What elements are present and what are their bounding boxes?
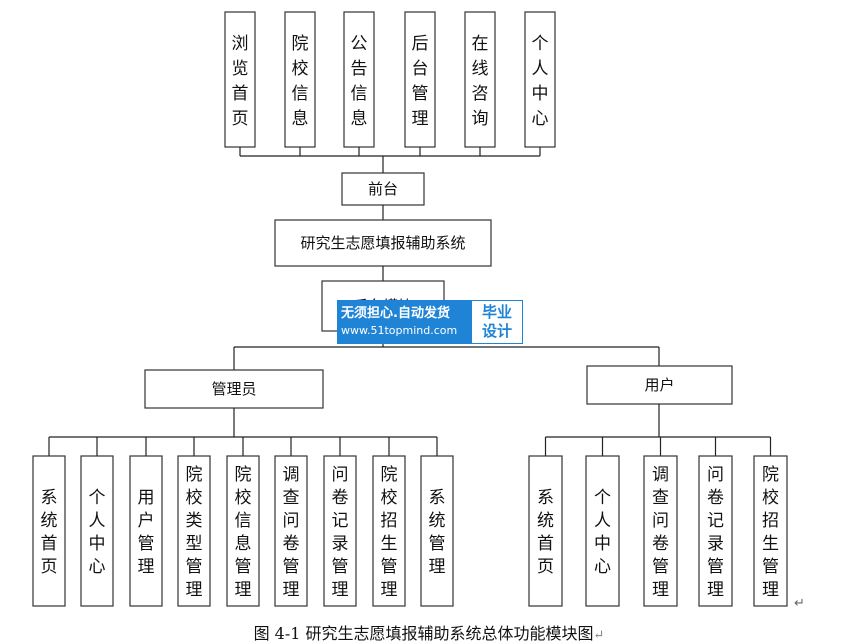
- admin-module-5-label: 院校信息管理: [235, 465, 252, 600]
- front-node-label: 前台: [368, 180, 398, 198]
- system-node-label: 研究生志愿填报辅助系统: [300, 234, 465, 252]
- role-1-label: 管理员: [211, 380, 256, 398]
- system-node-box: [274, 219, 492, 267]
- watermark-text: 无须担心.自动发货 www.51topmind.com: [337, 300, 471, 344]
- admin-module-3-label: 用户管理: [138, 488, 155, 577]
- admin-module-6-box: [274, 455, 308, 607]
- role-1-box: [144, 369, 324, 409]
- admin-module-8-label: 院校招生管理: [381, 465, 398, 600]
- admin-module-2-box: [80, 455, 114, 607]
- admin-module-4-label: 院校类型管理: [186, 465, 203, 600]
- watermark-line1: 无须担心.自动发货: [341, 306, 450, 321]
- front-module-1-box: [224, 11, 256, 148]
- user-module-2-label: 个人中心: [594, 488, 611, 577]
- admin-module-4-box: [177, 455, 211, 607]
- role-2-label: 用户: [644, 376, 674, 394]
- watermark-line2: www.51topmind.com: [341, 324, 458, 337]
- admin-module-1-label: 系统首页: [41, 488, 58, 577]
- figure-caption-text: 图 4-1 研究生志愿填报辅助系统总体功能模块图: [253, 624, 594, 643]
- watermark-badge-bottom: 设计: [481, 322, 512, 340]
- user-module-3-label: 调查问卷管理: [652, 465, 669, 600]
- front-module-5-label: 在线咨询: [472, 34, 489, 129]
- admin-module-7-label: 问卷记录管理: [332, 465, 349, 600]
- user-module-4-label: 问卷记录管理: [707, 465, 724, 600]
- admin-module-8-box: [372, 455, 406, 607]
- admin-module-9-box: [420, 455, 454, 607]
- watermark-logo: 毕业 设计: [471, 300, 523, 344]
- front-node-box: [341, 172, 425, 206]
- user-module-4-box: [698, 455, 733, 607]
- admin-module-7-box: [323, 455, 357, 607]
- admin-module-5-box: [226, 455, 260, 607]
- front-module-1-label: 浏览首页: [232, 34, 249, 129]
- watermark-badge-top: 毕业: [481, 303, 512, 321]
- user-module-2-box: [585, 455, 620, 607]
- return-mark: ↵: [593, 628, 605, 643]
- front-module-3-label: 公告信息: [351, 34, 368, 129]
- front-module-2-label: 院校信息: [292, 34, 309, 129]
- front-module-3-box: [343, 11, 375, 148]
- admin-module-6-label: 调查问卷管理: [283, 465, 300, 600]
- front-module-6-label: 个人中心: [532, 34, 549, 129]
- user-module-5-label: 院校招生管理: [762, 465, 779, 600]
- user-module-5-box: [753, 455, 788, 607]
- admin-module-9-label: 系统管理: [429, 488, 446, 577]
- admin-module-2-label: 个人中心: [89, 488, 106, 577]
- front-module-4-label: 后台管理: [412, 34, 429, 129]
- admin-module-1-box: [32, 455, 66, 607]
- admin-module-3-box: [129, 455, 163, 607]
- user-module-3-box: [643, 455, 678, 607]
- front-module-2-box: [284, 11, 316, 148]
- front-module-4-box: [404, 11, 436, 148]
- user-module-1-box: [528, 455, 563, 607]
- user-module-1-label: 系统首页: [537, 488, 554, 577]
- return-mark: ↵: [794, 596, 805, 611]
- figure-caption: 图 4-1 研究生志愿填报辅助系统总体功能模块图↵: [0, 620, 858, 644]
- watermark-badge: 无须担心.自动发货 www.51topmind.com 毕业 设计: [337, 300, 523, 344]
